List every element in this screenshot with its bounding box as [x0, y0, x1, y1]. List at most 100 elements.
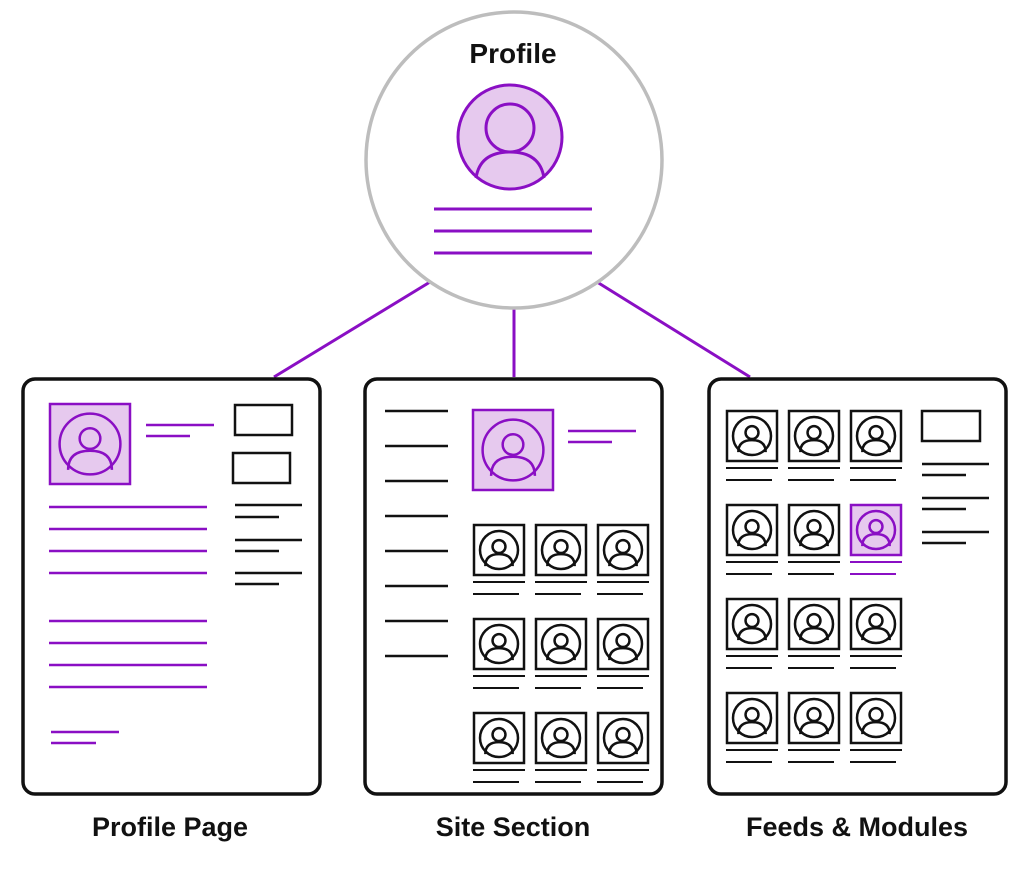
avatar-shoulders: [799, 532, 829, 547]
avatar-frame: [849, 597, 903, 651]
feeds-modules-label: Feeds & Modules: [745, 812, 969, 842]
user-avatar-icon: [472, 617, 526, 671]
site-section-label: Site Section: [435, 812, 591, 842]
button-box: [231, 451, 292, 485]
avatar-frame: [849, 409, 903, 463]
avatar-shoulders: [546, 552, 576, 567]
avatar-circle: [540, 529, 582, 571]
user-avatar-icon: [849, 409, 903, 463]
avatar-circle: [731, 415, 773, 457]
avatar-circle: [540, 717, 582, 759]
user-avatar-icon: [849, 691, 903, 745]
profile-page-label: Profile Page: [91, 812, 249, 842]
hub-avatar-circle: [456, 83, 564, 191]
user-avatar-icon: [472, 523, 526, 577]
panel-frame: [363, 377, 664, 796]
avatar-frame: [725, 597, 779, 651]
avatar-frame: [725, 691, 779, 745]
avatar-shoulders: [608, 740, 638, 755]
avatar-frame: [472, 711, 526, 765]
avatar-frame: [849, 691, 903, 745]
avatar-frame: [596, 523, 650, 577]
user-avatar-icon: [725, 503, 779, 557]
avatar-frame: [534, 711, 588, 765]
avatar-circle: [478, 623, 520, 665]
avatar-head: [501, 432, 525, 457]
avatar-circle: [478, 529, 520, 571]
user-avatar-icon: [48, 402, 132, 486]
profile-page-panel: [21, 377, 322, 796]
user-avatar-icon: [596, 523, 650, 577]
avatar-shoulders: [861, 626, 891, 641]
avatar-frame: [534, 617, 588, 671]
avatar-circle: [731, 603, 773, 645]
avatar-shoulders: [608, 646, 638, 661]
user-avatar-icon: [787, 503, 841, 557]
avatar-shoulders: [546, 740, 576, 755]
avatar-circle: [855, 603, 897, 645]
avatar-head: [78, 426, 102, 451]
avatar-circle: [855, 697, 897, 739]
avatar-circle: [731, 697, 773, 739]
user-avatar-icon: [787, 409, 841, 463]
avatar-circle: [855, 415, 897, 457]
user-avatar-icon: [472, 711, 526, 765]
avatar-circle: [793, 415, 835, 457]
avatar-frame: [596, 617, 650, 671]
avatar-frame: [787, 597, 841, 651]
avatar-shoulders: [861, 720, 891, 735]
user-avatar-icon: [725, 597, 779, 651]
hub-avatar-icon: [456, 83, 564, 191]
connector-line: [596, 280, 751, 379]
avatar-shoulders: [66, 449, 114, 470]
avatar-frame: [471, 408, 555, 492]
user-avatar-icon: [596, 617, 650, 671]
avatar-circle: [481, 418, 545, 482]
avatar-circle: [731, 509, 773, 551]
avatar-circle: [602, 623, 644, 665]
avatar-shoulders: [737, 438, 767, 453]
avatar-frame: [849, 503, 903, 557]
avatar-frame: [787, 691, 841, 745]
avatar-circle: [793, 603, 835, 645]
avatar-shoulders: [799, 720, 829, 735]
avatar-frame: [725, 409, 779, 463]
hub-title: Profile: [469, 38, 557, 69]
avatar-circle: [540, 623, 582, 665]
avatar-circle: [793, 509, 835, 551]
avatar-shoulders: [737, 532, 767, 547]
avatar-frame: [48, 402, 132, 486]
avatar-circle: [478, 717, 520, 759]
avatar-shoulders: [861, 532, 891, 547]
user-avatar-icon: [849, 503, 903, 557]
connector-line: [273, 280, 431, 379]
avatar-shoulders: [737, 626, 767, 641]
avatar-circle: [58, 412, 122, 476]
avatar-frame: [534, 523, 588, 577]
avatar-frame: [787, 503, 841, 557]
avatar-shoulders: [484, 646, 514, 661]
user-avatar-icon: [471, 408, 555, 492]
avatar-circle: [602, 529, 644, 571]
user-avatar-icon: [787, 691, 841, 745]
avatar-frame: [596, 711, 650, 765]
avatar-shoulders: [608, 552, 638, 567]
avatar-frame: [472, 523, 526, 577]
button-box: [920, 409, 982, 443]
avatar-shoulders: [799, 438, 829, 453]
user-avatar-icon: [596, 711, 650, 765]
avatar-frame: [725, 503, 779, 557]
avatar-frame: [472, 617, 526, 671]
site-section-panel: [363, 377, 664, 796]
avatar-shoulders: [484, 740, 514, 755]
hub-avatar-shoulders: [474, 150, 546, 179]
user-avatar-icon: [725, 409, 779, 463]
user-avatar-icon: [534, 711, 588, 765]
avatar-shoulders: [737, 720, 767, 735]
avatar-shoulders: [546, 646, 576, 661]
user-avatar-icon: [787, 597, 841, 651]
user-avatar-icon: [534, 523, 588, 577]
avatar-circle: [855, 509, 897, 551]
